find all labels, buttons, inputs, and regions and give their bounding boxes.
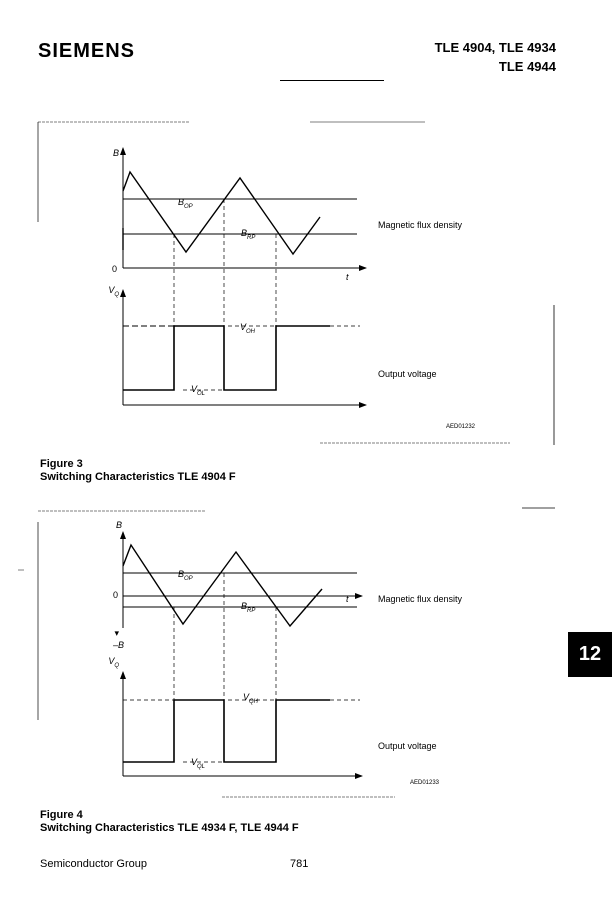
fig4-brp-label: BRP [241, 601, 255, 614]
fig4-output-waveform [123, 699, 330, 763]
fig3-brp-label: BRP [241, 228, 255, 241]
product-title-line-2: TLE 4944 [498, 59, 556, 74]
fig3-output-waveform [123, 325, 330, 391]
section-tab: 12 [568, 632, 612, 677]
fig4-bop-label: BOP [178, 569, 193, 582]
fig4-neg-b-label: –B [112, 640, 124, 650]
figure-3-label: Figure 3 [40, 458, 83, 470]
fig4-flux-waveform [122, 543, 323, 628]
fig3-b-axis-label: B [113, 148, 119, 158]
figure-3-diagram [37, 121, 555, 445]
fig3-output-caption: Output voltage [378, 369, 437, 379]
figure-4-label: Figure 4 [40, 809, 83, 821]
fig3-t-axis-label: t [346, 272, 349, 282]
fig4-neg-b-arrow: ▾ [114, 628, 119, 638]
fig4-vq-axis-label: VQ [108, 656, 119, 669]
fig4-t-axis-label: t [346, 594, 349, 604]
figure-4-caption: Figure 4 Switching Characteristics TLE 4… [40, 809, 299, 835]
fig3-drawing-code: AED01232 [446, 424, 476, 430]
fig3-origin-label: 0 [112, 264, 117, 274]
fig3-bop-label: BOP [178, 197, 193, 210]
siemens-logo: SIEMENS [38, 40, 136, 62]
fig3-vq-axis-label: VQ [108, 285, 119, 298]
fig3-flux-waveform [122, 170, 321, 256]
fig4-output-caption: Output voltage [378, 741, 437, 751]
header-rule [280, 80, 384, 81]
figure-3-caption: Figure 3 Switching Characteristics TLE 4… [40, 458, 236, 484]
fig4-origin-label: 0 [113, 590, 118, 600]
fig3-flux-caption: Magnetic flux density [378, 220, 463, 230]
figure-3-title: Switching Characteristics TLE 4904 F [40, 471, 236, 483]
fig4-drawing-code: AED01233 [410, 780, 440, 786]
fig3-vol-label: VOL [191, 384, 205, 397]
figure-4-diagram [18, 507, 555, 798]
fig4-b-axis-label: B [116, 520, 122, 530]
product-title-line-1: TLE 4904, TLE 4934 [434, 40, 556, 55]
figure-4-title: Switching Characteristics TLE 4934 F, TL… [40, 822, 299, 834]
footer-page-number: 781 [290, 858, 309, 870]
fig4-vqh-label: VQH [243, 692, 259, 705]
fig4-vql-label: VQL [191, 757, 205, 770]
footer-publisher: Semiconductor Group [40, 858, 147, 870]
fig3-voh-label: VOH [240, 322, 256, 335]
fig4-flux-caption: Magnetic flux density [378, 594, 463, 604]
